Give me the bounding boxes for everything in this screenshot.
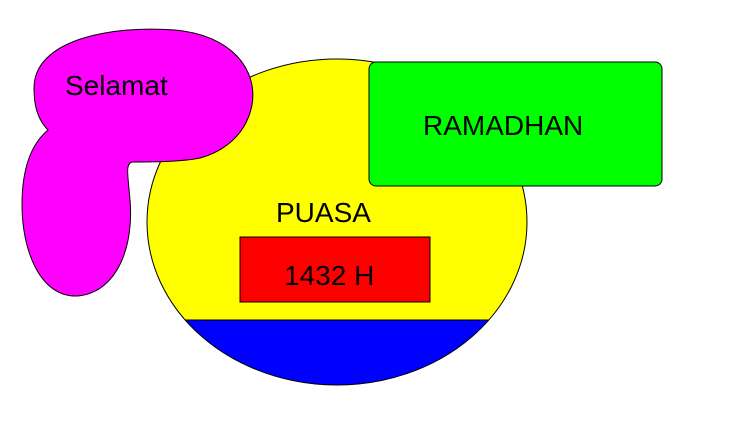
ramadhan-text: RAMADHAN [423, 110, 583, 141]
puasa-text: PUASA [276, 197, 371, 228]
year-text: 1432 H [284, 260, 374, 291]
year-box [239, 236, 431, 303]
circle-outline [146, 58, 528, 386]
selamat-speech-blob [21, 28, 254, 297]
selamat-text: Selamat [65, 70, 168, 101]
blue-circle-segment [147, 320, 527, 385]
ramadhan-box [368, 61, 663, 187]
